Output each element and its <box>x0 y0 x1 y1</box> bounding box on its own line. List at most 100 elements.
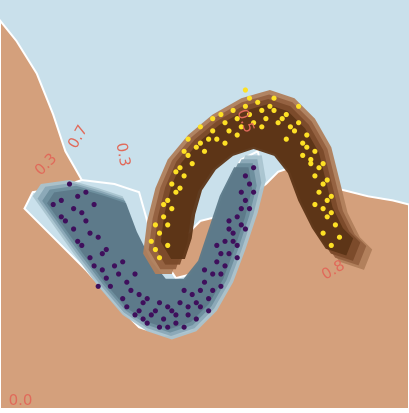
scatter-point-series2-35 <box>251 120 257 126</box>
scatter-point-series1-65 <box>210 271 216 277</box>
scatter-point-series2-30 <box>189 161 195 167</box>
scatter-point-series1-64 <box>197 287 203 293</box>
scatter-point-series1-4 <box>79 242 85 248</box>
scatter-point-series1-72 <box>103 275 109 281</box>
scatter-point-series2-69 <box>320 161 326 167</box>
scatter-point-series1-35 <box>214 259 220 265</box>
scatter-point-series1-52 <box>234 242 240 248</box>
scatter-point-series2-45 <box>148 238 154 244</box>
scatter-point-series2-20 <box>320 181 326 187</box>
scatter-point-series2-36 <box>263 116 269 122</box>
scatter-point-series2-42 <box>316 189 322 195</box>
scatter-point-series2-9 <box>210 128 216 134</box>
scatter-point-series2-56 <box>291 128 298 134</box>
scatter-point-series1-38 <box>238 189 244 195</box>
scatter-point-series2-21 <box>324 197 330 203</box>
scatter-point-series2-52 <box>242 103 248 109</box>
scatter-point-series2-70 <box>336 234 343 240</box>
scatter-point-series1-17 <box>210 287 216 293</box>
scatter-point-series2-28 <box>173 189 179 195</box>
scatter-point-series1-51 <box>222 263 228 269</box>
scatter-points <box>50 87 343 330</box>
scatter-point-series2-3 <box>161 214 167 220</box>
scatter-point-series1-30 <box>152 308 158 314</box>
scatter-point-series2-34 <box>238 124 244 130</box>
scatter-point-series2-26 <box>165 222 171 228</box>
scatter-point-series2-72 <box>181 148 187 154</box>
scatter-point-series2-50 <box>218 111 224 118</box>
scatter-point-series1-71 <box>91 263 97 269</box>
scatter-point-series2-41 <box>312 173 318 179</box>
scatter-point-series2-37 <box>275 120 281 126</box>
scatter-point-series1-34 <box>201 279 208 285</box>
scatter-point-series2-57 <box>304 144 310 150</box>
scatter-point-series2-6 <box>177 165 183 171</box>
scatter-point-series2-60 <box>328 193 334 199</box>
scatter-point-series1-88 <box>242 226 248 232</box>
scatter-point-series1-16 <box>197 304 203 310</box>
scatter-point-series1-40 <box>79 210 85 216</box>
contour-label-4: 0.3 <box>113 141 135 168</box>
scatter-point-series2-8 <box>197 140 203 146</box>
scatter-point-series1-9 <box>107 283 113 289</box>
scatter-point-series2-80 <box>242 87 248 93</box>
scatter-point-series1-70 <box>62 218 68 224</box>
scatter-point-series1-90 <box>83 189 89 195</box>
scatter-point-series1-46 <box>161 316 167 322</box>
scatter-point-series2-65 <box>234 132 240 138</box>
scatter-point-series2-16 <box>296 120 302 126</box>
scatter-point-series2-10 <box>222 120 228 126</box>
scatter-point-series1-45 <box>148 312 154 318</box>
scatter-point-series1-87 <box>234 255 240 261</box>
scatter-point-series2-66 <box>259 124 265 130</box>
scatter-point-series2-15 <box>283 111 289 118</box>
scatter-point-series1-2 <box>58 214 64 220</box>
scatter-point-series2-1 <box>152 246 158 253</box>
scatter-point-series1-75 <box>173 312 179 318</box>
scatter-point-series1-36 <box>222 238 228 244</box>
scatter-point-series1-59 <box>132 271 138 277</box>
scatter-point-series2-55 <box>279 116 285 122</box>
scatter-point-series1-33 <box>189 291 195 298</box>
scatter-point-series1-32 <box>177 300 183 306</box>
scatter-point-series2-49 <box>206 136 212 142</box>
scatter-point-series1-26 <box>95 234 101 240</box>
scatter-point-series2-11 <box>234 116 240 122</box>
scatter-point-series2-53 <box>255 99 261 105</box>
scatter-point-series1-49 <box>206 296 212 302</box>
scatter-point-series1-48 <box>193 316 199 322</box>
scatter-point-series1-1 <box>50 201 56 208</box>
scatter-point-series1-6 <box>75 193 81 199</box>
scatter-point-series1-89 <box>58 197 64 203</box>
scatter-point-series1-25 <box>83 218 89 224</box>
scatter-point-series1-7 <box>91 201 97 208</box>
scatter-point-series2-38 <box>287 124 293 130</box>
scatter-point-series2-5 <box>169 181 175 187</box>
scatter-point-series1-66 <box>218 251 224 257</box>
scatter-point-series2-74 <box>246 95 253 101</box>
scatter-point-series2-77 <box>328 210 334 216</box>
scatter-point-series2-78 <box>312 201 318 208</box>
scatter-point-series2-25 <box>156 255 163 261</box>
scatter-point-series1-8 <box>99 267 105 273</box>
scatter-point-series1-18 <box>218 271 224 277</box>
scatter-point-series2-29 <box>181 173 187 179</box>
scatter-point-series2-73 <box>222 140 228 146</box>
scatter-point-series1-44 <box>136 308 142 314</box>
scatter-point-series1-58 <box>120 259 126 265</box>
scatter-point-series1-81 <box>75 238 81 244</box>
scatter-point-series2-61 <box>152 222 158 228</box>
scatter-point-series2-23 <box>320 230 326 236</box>
scatter-point-series1-47 <box>181 324 187 330</box>
scatter-point-series1-67 <box>230 238 236 244</box>
scatter-point-series1-5 <box>87 255 93 261</box>
scatter-point-series1-41 <box>103 246 109 253</box>
scatter-point-series2-18 <box>312 148 318 154</box>
scatter-point-series2-47 <box>177 185 183 191</box>
scatter-point-series2-75 <box>271 95 277 101</box>
scatter-point-series1-27 <box>111 263 118 269</box>
scatter-point-series1-21 <box>234 214 240 220</box>
scatter-point-series1-69 <box>242 173 248 179</box>
scatter-point-series1-73 <box>124 304 130 310</box>
